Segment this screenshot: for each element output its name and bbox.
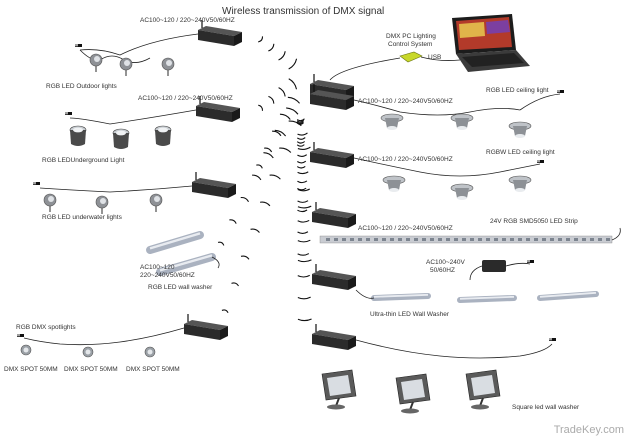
cable-usb [420, 56, 461, 61]
group-label-spotlights: RGB DMX spotlights [16, 324, 76, 331]
group-label-underground: RGB LEDUnderground Light [42, 157, 125, 164]
ceiling-downlight-icon [508, 121, 532, 138]
ultrathin-washer-3 [537, 291, 599, 301]
power-plug-icon [17, 334, 24, 337]
wireless-signal-icon [217, 36, 312, 322]
power-plug-icon [65, 112, 72, 115]
spike-spotlight-icon [144, 346, 156, 358]
cable-underground [69, 109, 197, 125]
spike-spotlight-icon [89, 53, 103, 72]
group-label-ceiling-rgbw: RGBW LED ceiling light [486, 149, 555, 156]
group-label-ceiling-rgb: RGB LED ceiling light [486, 87, 549, 94]
power-label-washer-2: 220~240V50/60HZ [140, 272, 195, 279]
cable-adapter-2 [469, 265, 483, 281]
cable-underwater [39, 185, 193, 193]
power-plug-icon [549, 338, 556, 341]
ceiling-downlight-icon [508, 175, 532, 192]
cable-washer-left [211, 256, 220, 269]
cable-ceiling-rgb [353, 99, 521, 116]
power-label-strip: AC100~120 / 220~240V50/60HZ [358, 225, 453, 232]
ceiling-downlight-icon [382, 175, 406, 192]
spike-spotlight-icon [149, 193, 163, 212]
watermark: TradeKey.com [553, 424, 624, 436]
driver-square-washer [312, 324, 356, 350]
laptop-icon [452, 14, 530, 72]
wall-washer-left-2 [156, 253, 216, 276]
power-label-washer-1: AC100~120 [140, 264, 175, 271]
inground-light-icon [69, 125, 87, 146]
ultrathin-washer-2 [457, 295, 517, 303]
power-label-underground: AC100~120 / 220~240V50/60HZ [138, 95, 233, 102]
power-label-ceiling-rgb: AC100~120 / 220~240V50/60HZ [358, 98, 453, 105]
ceiling-downlight-icon [450, 183, 474, 200]
power-label-outdoor: AC100~120 / 220~240V50/60HZ [140, 17, 235, 24]
power-plug-icon [33, 182, 40, 185]
cable-outdoor [79, 33, 199, 56]
driver-ceiling-rgbw [310, 142, 354, 168]
group-label-square-washer: Square led wall washer [512, 404, 580, 411]
driver-underground [196, 96, 240, 122]
spot-label-1: DMX SPOT 50MM [4, 366, 58, 373]
wall-washer-left-1 [146, 231, 204, 254]
group-label-underwater: RGB LED underwater lights [42, 214, 122, 221]
diagram-title: Wireless transmission of DMX signal [222, 6, 385, 17]
power-adapter-icon [482, 260, 506, 272]
power-plug-icon [527, 260, 534, 263]
driver-ultrathin [312, 264, 356, 290]
controller-label-2: Control System [388, 41, 433, 48]
cable-square-washer [355, 339, 553, 359]
group-label-ultrathin: Ultra-thin LED Wall Washer [370, 311, 449, 318]
floodlight-icon [465, 369, 501, 410]
ultrathin-washer-1 [371, 293, 431, 301]
cable-strip [611, 227, 621, 241]
power-plug-icon [537, 160, 544, 163]
ceiling-downlight-icon [450, 113, 474, 130]
cable-ceiling-rgb-end [519, 93, 561, 111]
cable-ceiling-rgbw [353, 157, 541, 177]
adapter-label-2: 50/60HZ [430, 267, 455, 274]
power-label-ceiling-rgbw: AC100~120 / 220~240V50/60HZ [358, 156, 453, 163]
usb-label: USB [428, 54, 442, 61]
controller-label-1: DMX PC Lighting [386, 33, 436, 40]
spike-spotlight-icon [95, 195, 109, 214]
spike-spotlight-icon [43, 193, 57, 212]
ceiling-downlight-icon [380, 113, 404, 130]
group-label-washer: RGB LED wall washer [148, 284, 213, 291]
cable-spotlights [23, 327, 185, 346]
spike-spotlight-icon [119, 57, 133, 76]
led-strip [319, 235, 613, 244]
driver-outdoor [198, 20, 242, 46]
spot-label-2: DMX SPOT 50MM [64, 366, 118, 373]
cable-dongle [329, 57, 401, 81]
driver-spotlights [184, 314, 228, 340]
driver-underwater [192, 172, 236, 198]
adapter-label-1: AC100~240V [426, 259, 465, 266]
spike-spotlight-icon [161, 57, 175, 76]
spike-spotlight-icon [20, 344, 32, 356]
driver-strip [312, 202, 356, 228]
floodlight-icon [321, 369, 357, 410]
group-label-strip: 24V RGB SMD5050 LED Strip [490, 218, 578, 225]
driver-ceiling-rgb [310, 84, 354, 110]
inground-light-icon [154, 125, 172, 146]
power-plug-icon [557, 90, 564, 93]
floodlight-icon [395, 373, 431, 414]
spot-label-3: DMX SPOT 50MM [126, 366, 180, 373]
cable-adapter [505, 262, 531, 267]
usb-dmx-dongle-icon [399, 51, 423, 63]
group-label-outdoor: RGB LED Outdoor lights [46, 83, 117, 90]
power-plug-icon [75, 44, 82, 47]
cable-ultrathin [355, 289, 375, 299]
spike-spotlight-icon [82, 346, 94, 358]
inground-light-icon [112, 128, 130, 149]
